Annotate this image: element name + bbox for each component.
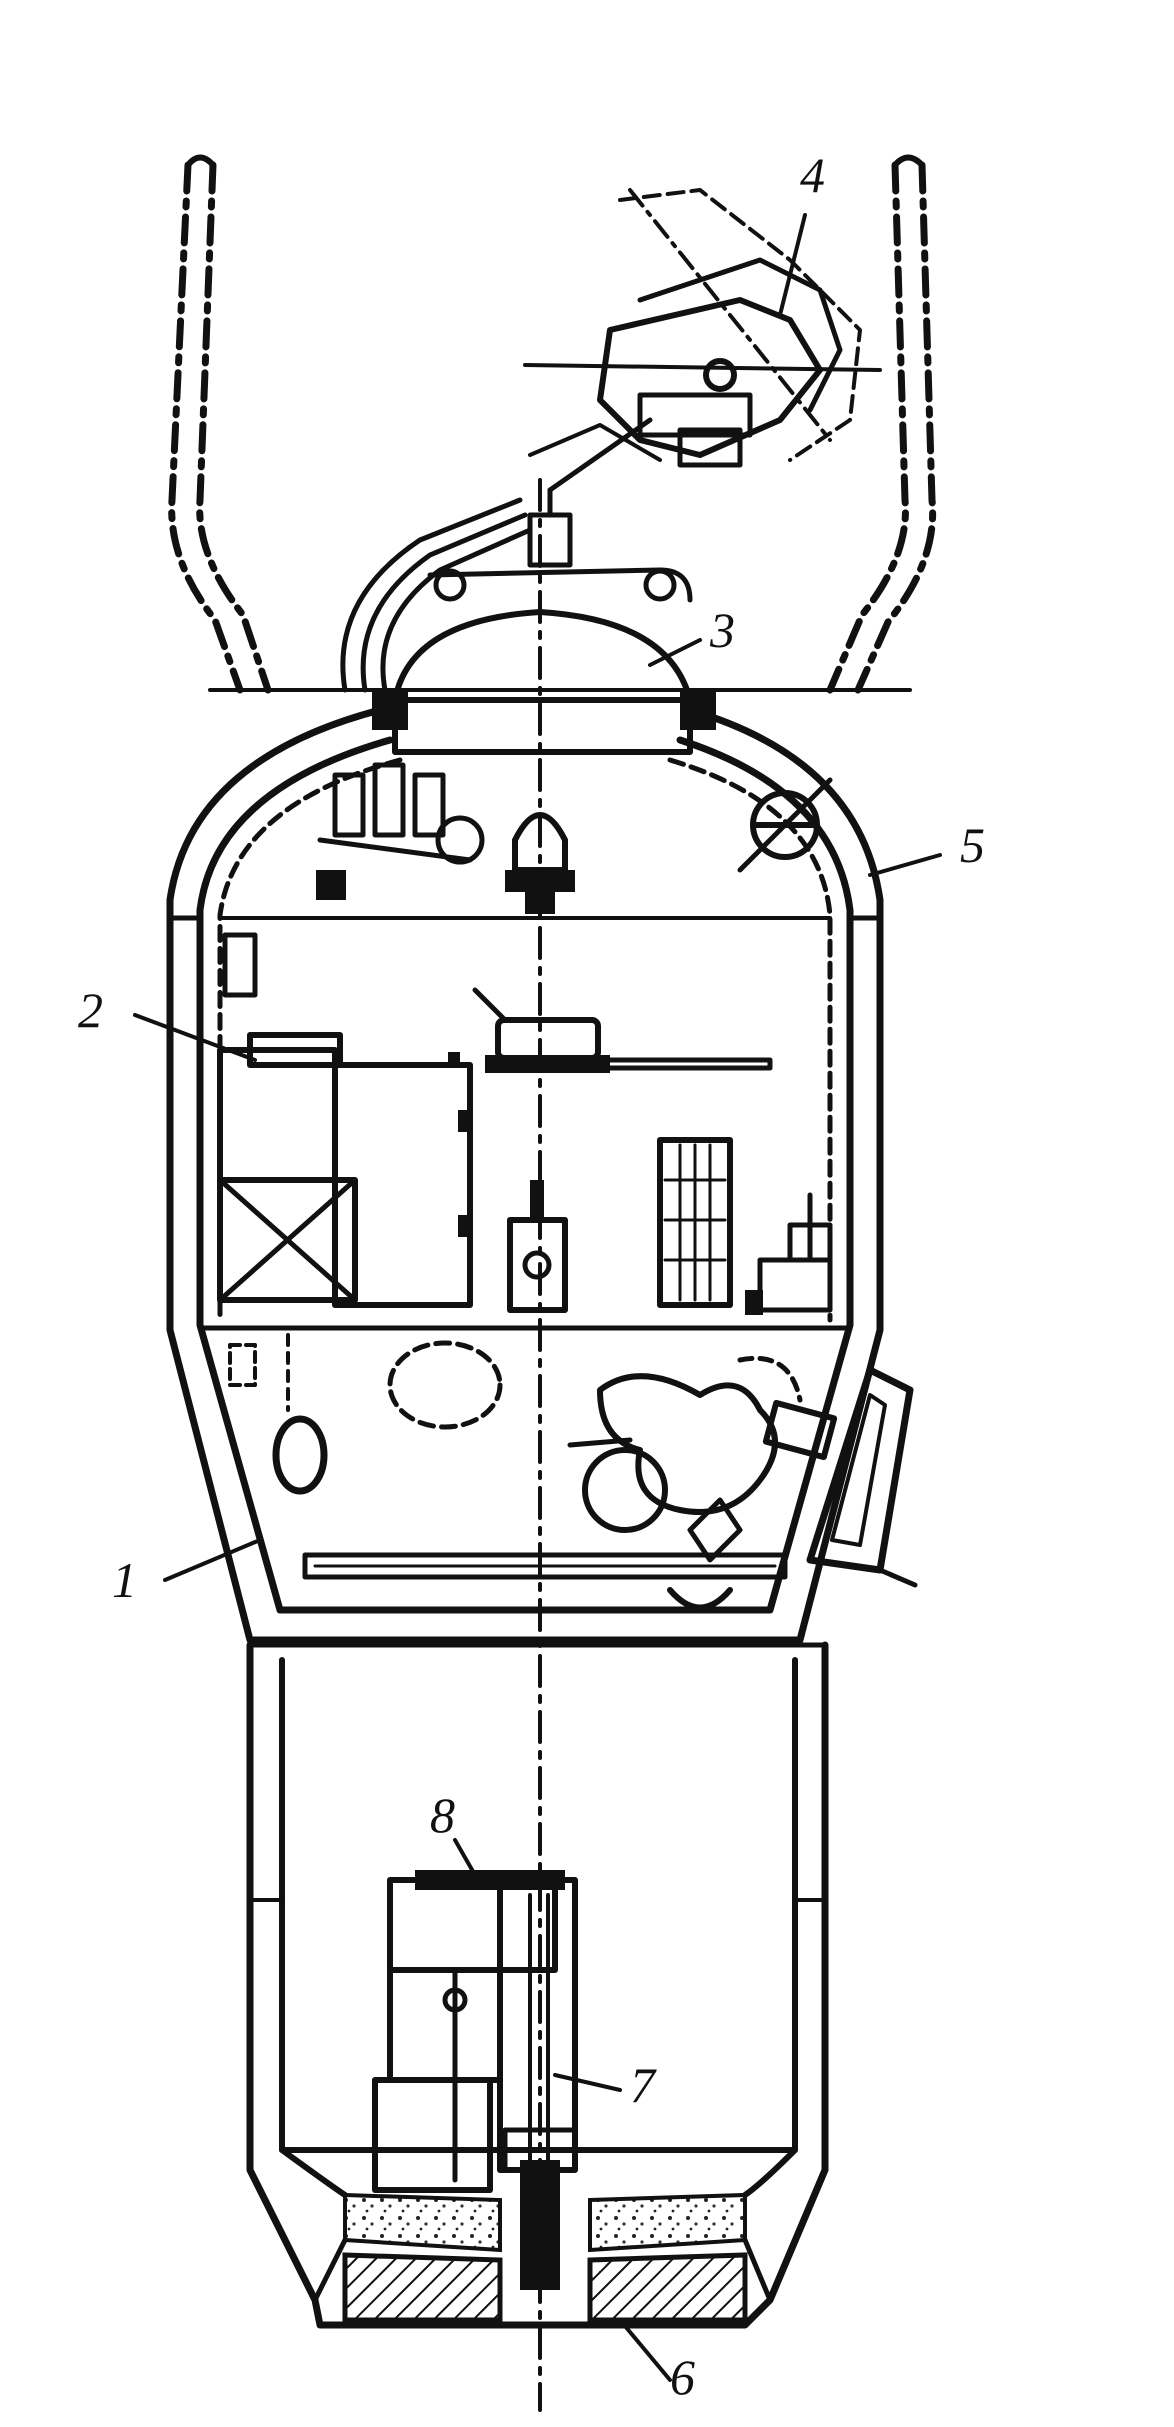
external-device: [523, 188, 882, 568]
callout-8: 8: [430, 1787, 455, 1843]
callout-4: 4: [800, 147, 825, 203]
callout-6: 6: [670, 2349, 695, 2405]
hatch-cover: [372, 609, 716, 755]
right-antenna: [826, 154, 937, 694]
hatch-tubing: [340, 497, 693, 693]
central-axis: [502, 478, 578, 2412]
leader-5: [868, 853, 942, 877]
leader-8: [453, 1838, 477, 1877]
leader-3: [648, 638, 702, 667]
battery-block: [372, 1870, 578, 2193]
central-unit: [507, 1180, 568, 1313]
small-apparatus: [745, 1192, 833, 1315]
lower-cylinder: [246, 1641, 829, 2329]
grille-panel: [657, 1137, 733, 1308]
floor-rail: [302, 1552, 788, 1611]
ballast-base: [279, 2147, 798, 2323]
callout-5: 5: [960, 817, 985, 873]
callout-7: 7: [630, 2057, 655, 2113]
valve-cluster: [316, 762, 485, 900]
ceiling-light: [472, 987, 773, 1073]
operator-figure: [567, 1355, 838, 1563]
leader-4: [778, 213, 807, 317]
equipment-rack: [217, 1032, 473, 1308]
callout-3: 3: [710, 602, 735, 658]
dashed-hatch: [228, 1333, 503, 1430]
leader-1: [163, 1538, 262, 1582]
leader-6: [618, 2318, 672, 2382]
leader-2: [133, 1013, 257, 1062]
wall-bracket: [222, 932, 258, 998]
leader-7: [553, 2073, 622, 2092]
left-antenna: [168, 154, 272, 694]
porthole-left: [272, 1415, 328, 1495]
round-instrument: [737, 777, 833, 873]
pressure-hull: [166, 706, 884, 1644]
leader-lines: [133, 213, 942, 2382]
side-viewport: [806, 1366, 918, 1588]
callout-2: 2: [78, 982, 103, 1038]
callout-1: 1: [112, 1552, 137, 1608]
